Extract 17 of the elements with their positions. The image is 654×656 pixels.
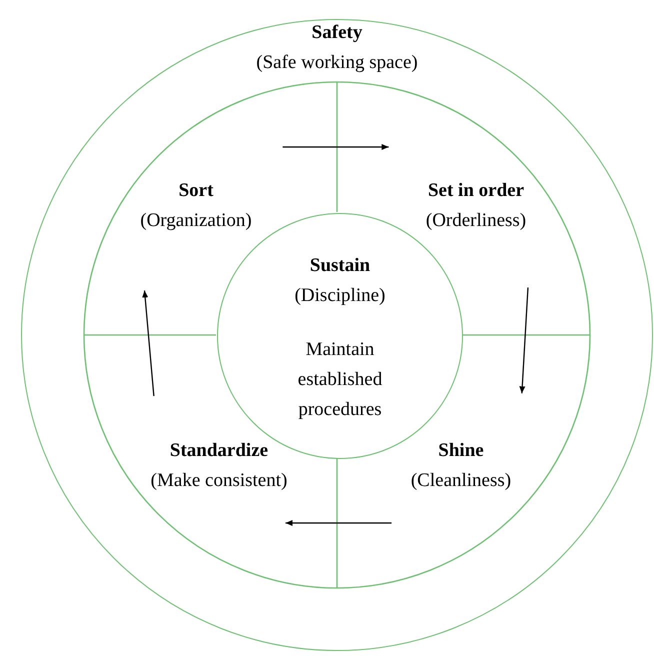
subheading: (Cleanliness) <box>410 469 512 493</box>
heading: Sort <box>178 179 214 203</box>
heading: Sustain <box>308 254 372 278</box>
description: Maintain established procedures <box>296 338 384 422</box>
subheading: (Safe working space) <box>255 51 419 75</box>
heading: Shine <box>437 439 485 463</box>
heading: Set in order <box>426 179 526 203</box>
heading: Safety <box>310 21 364 45</box>
arrow <box>282 144 389 150</box>
arrow <box>519 287 529 394</box>
subheading: (Discipline) <box>294 284 386 308</box>
subheading: (Make consistent) <box>150 469 288 493</box>
subheading: (Organization) <box>139 209 253 233</box>
subheading: (Orderliness) <box>424 209 528 233</box>
arrow <box>142 290 154 396</box>
arrow <box>286 520 392 526</box>
heading: Standardize <box>168 439 270 463</box>
